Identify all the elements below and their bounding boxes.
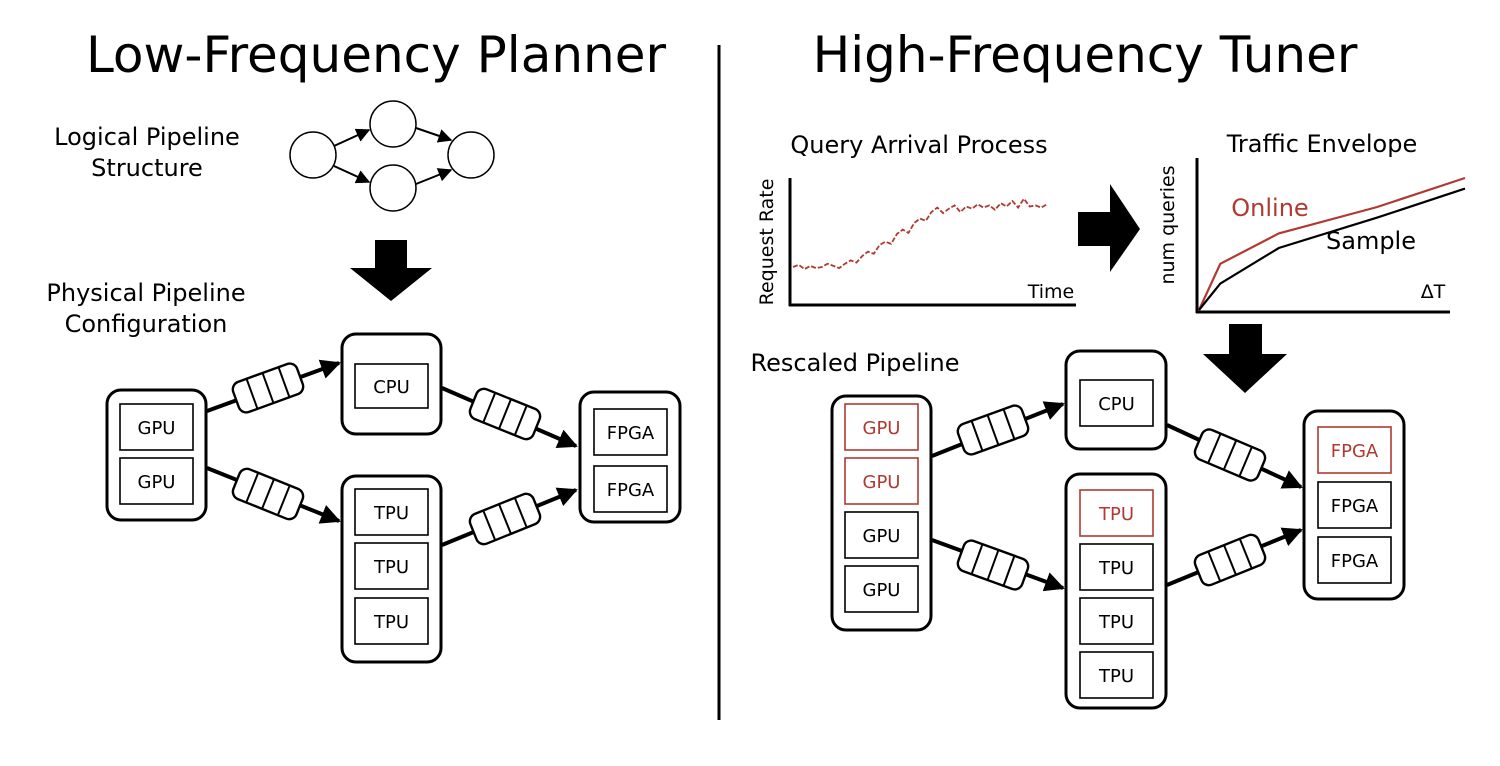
- queue-icon: [956, 539, 1030, 591]
- left-tpu-2: TPU: [373, 557, 409, 578]
- right-tpu-unit-box: [1079, 651, 1154, 699]
- queue-icon: [468, 387, 542, 441]
- left-stage-cpu: CPU: [340, 332, 443, 436]
- right-stage-cpu: CPU: [1064, 349, 1168, 451]
- right-tpu-unit-label: TPU: [1098, 558, 1134, 579]
- logical-node-4: [447, 131, 495, 179]
- right-tpu-unit-box: [1079, 543, 1154, 591]
- legend-sample: Sample: [1326, 227, 1416, 255]
- right-cpu-unit-box: [1079, 379, 1154, 427]
- logical-graph: [289, 100, 495, 212]
- legend-online: Online: [1231, 194, 1308, 222]
- left-stage-fpga: FPGA FPGA: [578, 390, 682, 524]
- envelope-chart: num queries ΔT Online Sample: [1157, 158, 1466, 314]
- logical-node-1: [289, 131, 337, 179]
- arrival-series-line: [792, 197, 1048, 271]
- right-tpu-unit-label: TPU: [1098, 612, 1134, 633]
- queue-icon: [231, 362, 305, 414]
- left-fpga-2: FPGA: [607, 480, 655, 501]
- left-cpu-1: CPU: [373, 377, 410, 398]
- queue-icon: [956, 404, 1030, 456]
- right-gpu-unit-label: GPU: [863, 526, 901, 547]
- right-tpu-unit-label: TPU: [1098, 666, 1134, 687]
- queue-icon: [231, 467, 305, 521]
- logical-label-line2: Structure: [91, 154, 203, 182]
- physical-label-line1: Physical Pipeline: [46, 279, 245, 307]
- queue-icon: [1193, 428, 1267, 482]
- right-fpga-unit-label: FPGA: [1331, 551, 1379, 572]
- right-fpga-unit-box: [1317, 426, 1392, 474]
- envelope-xlabel: ΔT: [1421, 281, 1446, 303]
- right-stage-fpga: FPGA FPGA FPGA: [1302, 409, 1406, 601]
- right-fpga-unit-box: [1317, 481, 1392, 529]
- right-gpu-unit-label: GPU: [863, 580, 901, 601]
- right-cpu-unit-label: CPU: [1098, 394, 1135, 415]
- right-queues: [956, 404, 1267, 591]
- right-gpu-unit-box: [844, 403, 919, 451]
- envelope-sample-line: [1198, 187, 1466, 311]
- down-arrow-left: [350, 240, 432, 301]
- logical-label-line1: Logical Pipeline: [54, 123, 240, 151]
- right-stage-tpu: TPU TPU TPU TPU: [1064, 472, 1168, 710]
- logical-node-2: [369, 100, 417, 148]
- logical-node-3: [369, 164, 417, 212]
- down-arrow-right: [1203, 324, 1287, 393]
- arrival-chart: Request Rate Time: [756, 178, 1076, 307]
- right-fpga-unit-label: FPGA: [1331, 496, 1379, 517]
- left-gpu-1: GPU: [138, 418, 176, 439]
- right-gpu-unit-box: [844, 565, 919, 613]
- right-gpu-unit-label: GPU: [863, 418, 901, 439]
- queue-icon: [1193, 533, 1267, 587]
- right-tpu-unit-box: [1079, 597, 1154, 645]
- left-queues: [231, 362, 542, 546]
- physical-label-line2: Configuration: [65, 310, 228, 338]
- arrival-ylabel: Request Rate: [756, 179, 778, 306]
- left-stage-tpu: TPU TPU TPU: [340, 474, 443, 664]
- right-gpu-unit-box: [844, 457, 919, 505]
- left-tpu-1: TPU: [373, 503, 409, 524]
- right-gpu-unit-label: GPU: [863, 472, 901, 493]
- arrival-xlabel: Time: [1027, 281, 1075, 303]
- envelope-title: Traffic Envelope: [1226, 130, 1417, 158]
- arrival-title: Query Arrival Process: [790, 131, 1047, 159]
- rescaled-label: Rescaled Pipeline: [751, 349, 960, 377]
- right-fpga-unit-box: [1317, 536, 1392, 584]
- left-gpu-2: GPU: [138, 472, 176, 493]
- left-stage-gpu: GPU GPU: [105, 388, 208, 522]
- left-tpu-3: TPU: [373, 612, 409, 633]
- right-title: High-Frequency Tuner: [813, 26, 1358, 84]
- queue-icon: [468, 492, 542, 546]
- right-tpu-unit-label: TPU: [1098, 504, 1134, 525]
- envelope-online-line: [1198, 176, 1466, 311]
- right-stage-gpu: GPU GPU GPU GPU: [830, 394, 933, 632]
- envelope-ylabel: num queries: [1157, 165, 1179, 284]
- right-fpga-unit-label: FPGA: [1331, 441, 1379, 462]
- right-gpu-unit-box: [844, 511, 919, 559]
- right-arrow: [1078, 184, 1140, 272]
- right-tpu-unit-box: [1079, 489, 1154, 537]
- left-title: Low-Frequency Planner: [86, 26, 667, 84]
- left-fpga-1: FPGA: [607, 423, 655, 444]
